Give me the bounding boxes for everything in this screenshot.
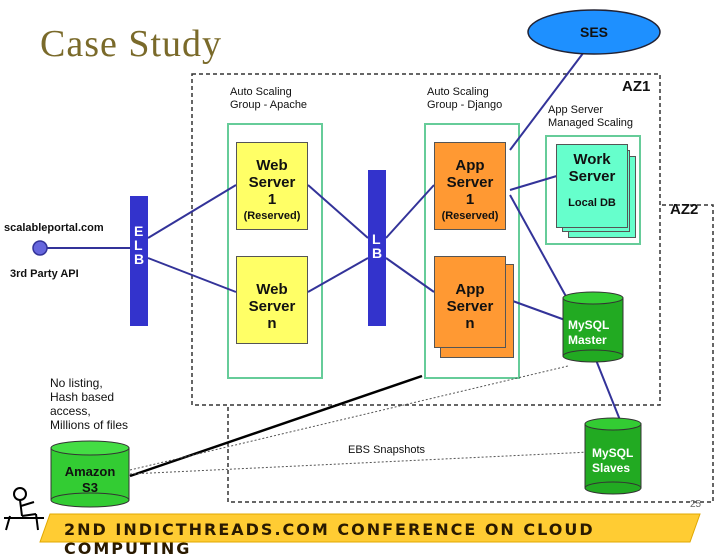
mysql-slaves-cylinder — [584, 417, 642, 495]
line-s3-master-ebs — [129, 365, 569, 471]
line-elb-webn — [147, 257, 237, 293]
line-app1-work — [509, 174, 561, 191]
page-title: Case Study — [40, 23, 223, 65]
asg-app-managed-border — [545, 135, 641, 245]
client-node-icon — [32, 240, 48, 256]
third-party-api-label: 3rd Party API — [10, 268, 79, 280]
line-app1-ses — [509, 43, 591, 151]
ses-ellipse — [527, 9, 661, 55]
amazon-s3-cylinder — [50, 440, 130, 508]
line-app1-mysql — [509, 194, 569, 301]
stick-figure-icon — [4, 487, 44, 531]
az1-label: AZ1 — [622, 78, 651, 95]
ses-label: SES — [579, 24, 608, 40]
page-number: 25 — [690, 499, 702, 510]
line-master-slaves — [595, 359, 621, 421]
footer-banner-bg — [39, 513, 701, 543]
line-appn-mysql — [509, 299, 566, 321]
local-db-label: Local DB — [568, 197, 616, 209]
mysql-master-cylinder — [562, 291, 624, 363]
scalableportal-label: scalableportal.com — [4, 222, 104, 234]
az2-label: AZ2 — [670, 201, 699, 218]
asg-django-border — [424, 123, 520, 379]
line-web1-lb — [307, 184, 369, 239]
line-lb-appn — [385, 257, 435, 293]
line-webn-lb — [307, 257, 369, 293]
line-s3-slaves-ebs — [129, 451, 591, 475]
diagram-canvas — [4, 9, 714, 531]
footer-text: 2ND INDICTHREADS.COM CONFERENCE ON CLOUD… — [64, 520, 595, 558]
line-lb-app1 — [385, 184, 435, 239]
line-elb-web1 — [147, 184, 237, 239]
footer-banner: 2ND INDICTHREADS.COM CONFERENCE ON CLOUD… — [0, 510, 728, 558]
ebs-snapshots-label: EBS Snapshots — [348, 444, 426, 456]
asg-apache-border — [227, 123, 323, 379]
line-s3-app — [129, 374, 423, 478]
